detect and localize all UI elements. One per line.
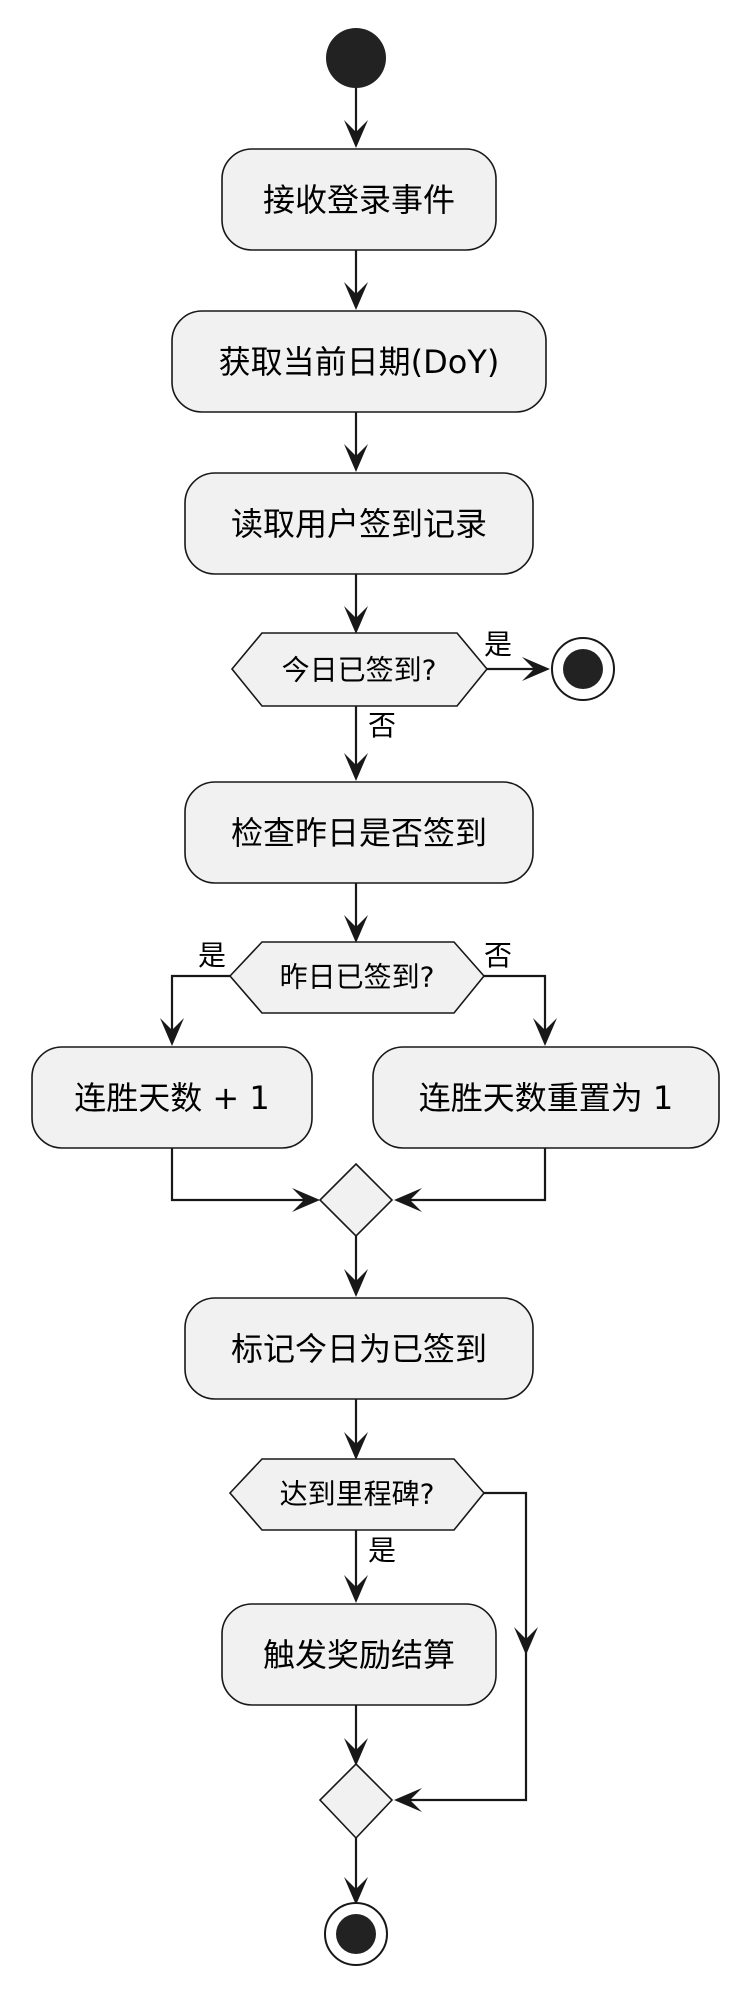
action-streak-reset: 连胜天数重置为 1 (372, 1046, 720, 1149)
arrowhead (344, 606, 368, 634)
edge-reset-to-merge (398, 1148, 547, 1202)
action-label: 检查昨日是否签到 (231, 814, 487, 852)
action-receive-login: 接收登录事件 (221, 148, 497, 251)
arrowhead (344, 1269, 368, 1297)
arrowhead (344, 1575, 368, 1603)
arrowhead (344, 1432, 368, 1460)
arrowhead (344, 282, 368, 310)
merge-diamond (318, 1762, 394, 1840)
guard-label-yes: 是 (198, 939, 226, 972)
decision-label: 昨日已签到? (280, 961, 435, 994)
guard-label-no: 否 (368, 709, 396, 742)
action-label: 连胜天数 + 1 (74, 1079, 270, 1117)
action-label: 获取当前日期(DoY) (219, 343, 500, 381)
action-get-date: 获取当前日期(DoY) (171, 310, 547, 413)
action-read-record: 读取用户签到记录 (184, 472, 534, 575)
action-label: 触发奖励结算 (263, 1636, 455, 1674)
arrowhead (522, 657, 550, 681)
decision-today-signed: 今日已签到? (230, 632, 489, 707)
arrowhead (514, 1627, 538, 1655)
edge-decision2-to-inc (170, 974, 230, 1042)
action-trigger-reward: 触发奖励结算 (221, 1603, 497, 1706)
action-label: 接收登录事件 (263, 181, 455, 219)
action-check-yesterday: 检查昨日是否签到 (184, 781, 534, 884)
action-label: 读取用户签到记录 (231, 505, 487, 543)
edge-decision2-to-reset (484, 974, 547, 1042)
decision-label: 达到里程碑? (280, 1478, 435, 1511)
arrowhead (160, 1018, 184, 1046)
action-streak-increment: 连胜天数 + 1 (31, 1046, 313, 1149)
arrowhead (344, 444, 368, 472)
arrowhead (344, 1738, 368, 1766)
arrowhead (394, 1188, 422, 1212)
decision-yesterday-signed: 昨日已签到? (228, 941, 486, 1014)
arrowhead (344, 1877, 368, 1905)
arrowhead (292, 1188, 320, 1212)
decision-milestone: 达到里程碑? (228, 1458, 486, 1531)
action-label: 标记今日为已签到 (231, 1330, 487, 1368)
guard-label-yes: 是 (484, 628, 512, 661)
arrowhead (344, 753, 368, 781)
arrowhead (344, 120, 368, 148)
action-mark-today: 标记今日为已签到 (184, 1297, 534, 1400)
end-node-early (551, 637, 615, 701)
end-node-final (324, 1902, 388, 1966)
arrowhead (344, 915, 368, 943)
arrowhead (533, 1018, 557, 1046)
action-label: 连胜天数重置为 1 (419, 1079, 674, 1117)
edge-inc-to-merge (170, 1148, 316, 1202)
decision-label: 今日已签到? (282, 654, 437, 687)
start-node (326, 28, 386, 88)
arrowhead (394, 1788, 422, 1812)
arrowheads (160, 120, 557, 1905)
guard-label-yes: 是 (368, 1534, 396, 1567)
merge-diamond (318, 1162, 394, 1238)
guard-label-no: 否 (484, 939, 512, 972)
